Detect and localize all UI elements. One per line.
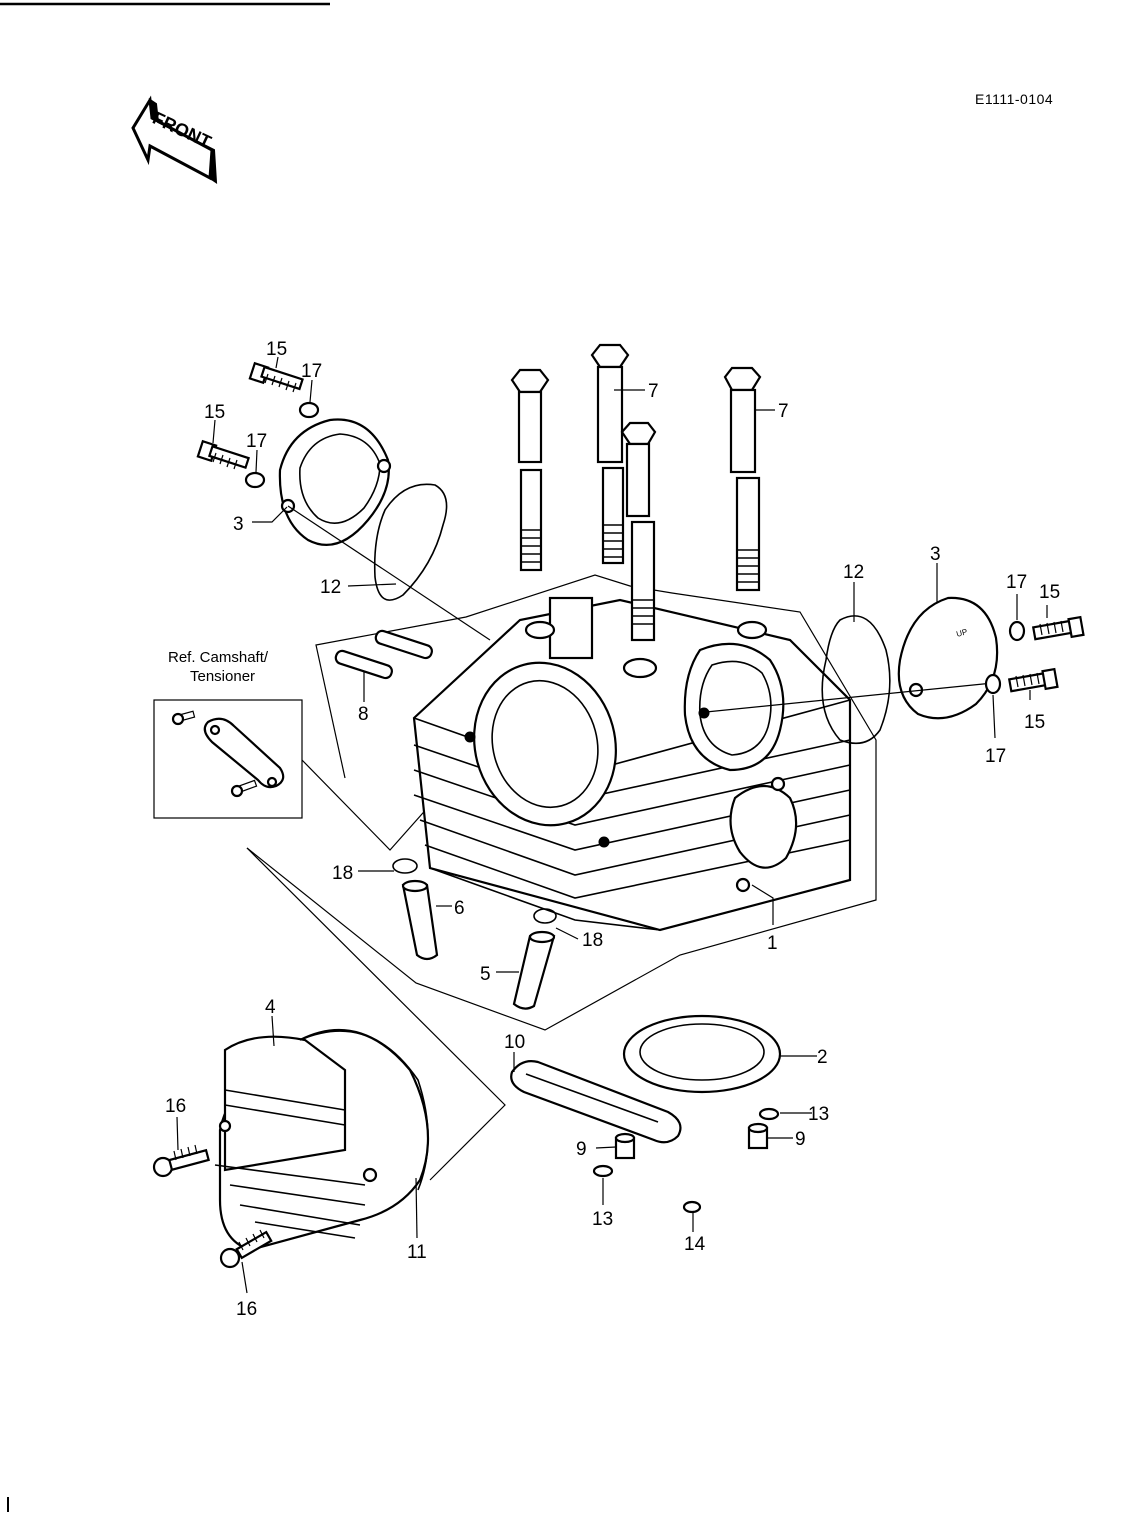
head-envelope bbox=[246, 574, 877, 1031]
callout-18: 18 bbox=[582, 930, 603, 951]
dowel-icon bbox=[614, 1132, 636, 1160]
tensioner-plate bbox=[203, 717, 285, 789]
o-ring-icon bbox=[682, 1200, 702, 1214]
reference-frame bbox=[153, 699, 303, 819]
cover-bolt-icon bbox=[196, 439, 251, 470]
callout-17: 17 bbox=[985, 746, 1006, 767]
oil-passage-gasket bbox=[510, 1060, 682, 1144]
ref-bolt-icon bbox=[171, 710, 196, 726]
callout-7: 7 bbox=[648, 381, 659, 402]
dowel-icon bbox=[747, 1122, 769, 1150]
head-bolt-icon bbox=[620, 421, 657, 642]
callout-1: 1 bbox=[767, 933, 778, 954]
head-bolt-icon bbox=[590, 343, 630, 565]
callout-15: 15 bbox=[204, 402, 225, 423]
callouts: 15 17 15 17 3 12 8 7 7 12 3 17 15 15 17 … bbox=[165, 339, 1060, 1320]
callout-3: 3 bbox=[233, 514, 244, 535]
callout-11: 11 bbox=[407, 1242, 427, 1263]
o-ring-icon bbox=[592, 1164, 614, 1178]
side-cover-bolt-icon bbox=[219, 1229, 273, 1269]
drawing-code: E1111-0104 bbox=[975, 91, 1053, 107]
o-ring-icon bbox=[758, 1107, 780, 1121]
circlip-icon bbox=[533, 908, 557, 924]
cylinder-head bbox=[412, 596, 852, 932]
washer-icon bbox=[244, 471, 266, 489]
callout-8: 8 bbox=[358, 704, 369, 725]
callout-3: 3 bbox=[930, 544, 941, 565]
circlip-icon bbox=[392, 858, 418, 874]
cover-bolt-icon bbox=[248, 361, 304, 393]
head-bolt-icon bbox=[723, 366, 762, 592]
callout-7: 7 bbox=[778, 401, 789, 422]
up-mark: UP bbox=[955, 627, 968, 639]
washer-icon bbox=[298, 401, 320, 419]
front-arrow-icon: FRONT bbox=[131, 95, 218, 184]
callout-5: 5 bbox=[480, 964, 491, 985]
callout-15: 15 bbox=[1024, 712, 1045, 733]
callout-17: 17 bbox=[1006, 572, 1027, 593]
callout-4: 4 bbox=[265, 997, 276, 1018]
callout-14: 14 bbox=[684, 1234, 706, 1255]
head-bolt-icon bbox=[510, 368, 550, 572]
callout-2: 2 bbox=[817, 1047, 828, 1068]
callout-12: 12 bbox=[843, 562, 864, 583]
callout-13: 13 bbox=[808, 1104, 829, 1125]
dowel-pin-icon bbox=[334, 629, 433, 680]
callout-18: 18 bbox=[332, 863, 353, 884]
side-cover bbox=[214, 1028, 430, 1252]
washer-icon bbox=[1008, 620, 1026, 642]
left-o-ring bbox=[373, 483, 448, 601]
reference-box: Ref. Camshaft/ Tensioner bbox=[153, 649, 303, 819]
side-cover-gasket bbox=[299, 1030, 429, 1191]
left-cover-axis bbox=[287, 505, 491, 641]
left-tappet-cover bbox=[278, 418, 392, 546]
reference-line1: Ref. Camshaft/ bbox=[168, 649, 269, 666]
washer-icon bbox=[984, 673, 1002, 695]
callout-15: 15 bbox=[1039, 582, 1060, 603]
callout-17: 17 bbox=[246, 431, 267, 452]
callout-17: 17 bbox=[301, 361, 322, 382]
valve-guide-icon bbox=[401, 879, 439, 961]
right-cover-axis bbox=[705, 682, 994, 713]
right-tappet-cover: UP bbox=[897, 596, 999, 720]
callout-12: 12 bbox=[320, 577, 341, 598]
callout-13: 13 bbox=[592, 1209, 613, 1230]
reference-line2: Tensioner bbox=[190, 668, 255, 685]
cover-envelope bbox=[246, 847, 506, 1181]
callout-15: 15 bbox=[266, 339, 287, 360]
cover-bolt-icon bbox=[1007, 667, 1059, 693]
callout-10: 10 bbox=[504, 1032, 525, 1053]
callout-16: 16 bbox=[236, 1299, 257, 1320]
callout-9: 9 bbox=[576, 1139, 587, 1160]
ref-bolt-icon bbox=[230, 779, 258, 798]
right-o-ring bbox=[821, 615, 891, 745]
valve-guide-icon bbox=[512, 930, 556, 1010]
side-cover-bolt-icon bbox=[152, 1144, 210, 1178]
cover-bolt-icon bbox=[1031, 615, 1085, 641]
callout-9: 9 bbox=[795, 1129, 806, 1150]
callout-16: 16 bbox=[165, 1096, 186, 1117]
callout-6: 6 bbox=[454, 898, 465, 919]
leader-lines bbox=[176, 356, 1048, 1294]
